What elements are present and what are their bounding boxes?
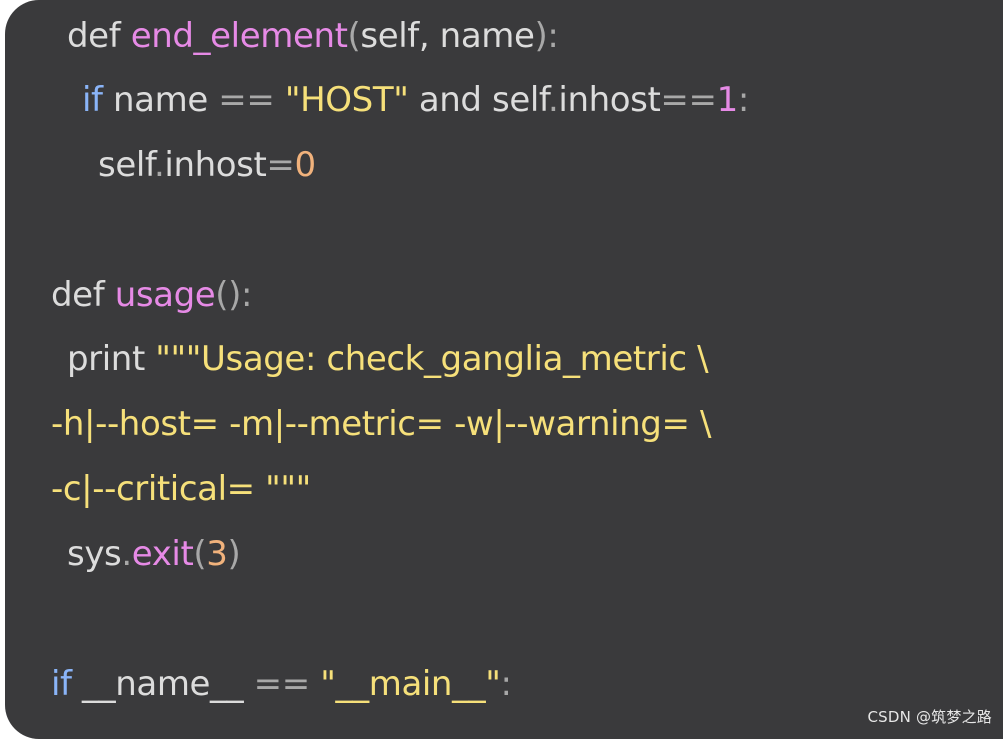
code-token: "__main__": [320, 664, 501, 704]
code-token: print: [67, 339, 156, 379]
code-line-5: def usage():: [51, 270, 252, 320]
code-token: -h|--host= -m|--metric= -w|--warning= \: [51, 404, 712, 444]
code-token: ():: [215, 275, 253, 315]
code-token: exit: [131, 534, 194, 574]
code-token: sys: [67, 534, 122, 574]
code-token: :: [737, 80, 749, 120]
code-token: .: [153, 145, 165, 185]
code-token: ):: [534, 16, 559, 56]
watermark: CSDN @筑梦之路: [867, 708, 992, 726]
code-token: ==: [218, 80, 275, 120]
code-token: self: [98, 145, 154, 185]
code-line-6: print """Usage: check_ganglia_metric \: [67, 334, 709, 384]
code-editor-panel: def end_element(self, name): if name == …: [5, 0, 1003, 739]
code-token: "HOST": [284, 80, 409, 120]
code-token: inhost: [164, 145, 267, 185]
code-line-1: def end_element(self, name):: [67, 11, 559, 61]
code-line-9: sys.exit(3): [67, 529, 241, 579]
code-token: =: [266, 145, 295, 185]
code-token: usage: [114, 275, 216, 315]
code-token: :: [500, 664, 512, 704]
code-token: if: [82, 80, 103, 120]
code-line-2: if name == "HOST" and self.inhost==1:: [82, 75, 749, 125]
code-token: def: [51, 275, 115, 315]
code-token: __name__: [71, 664, 254, 704]
code-token: end_element: [130, 16, 348, 56]
code-token: inhost: [558, 80, 661, 120]
code-line-7: -h|--host= -m|--metric= -w|--warning= \: [51, 399, 711, 449]
code-line-8: -c|--critical= """: [51, 464, 311, 514]
code-token: name: [102, 80, 219, 120]
code-token: [310, 664, 320, 704]
code-token: ==: [660, 80, 717, 120]
code-token: if: [51, 664, 72, 704]
code-token: and self: [408, 80, 549, 120]
code-token: self, name: [360, 16, 535, 56]
code-token: .: [548, 80, 559, 120]
code-token: def: [67, 16, 131, 56]
code-token: -c|--critical= """: [51, 469, 311, 509]
code-token: [274, 80, 284, 120]
code-token: ==: [253, 664, 311, 704]
code-line-11: if __name__ == "__main__":: [51, 659, 512, 709]
code-token: (: [193, 534, 207, 574]
code-token: ): [227, 534, 241, 574]
code-token: 0: [294, 145, 317, 185]
code-line-3: self.inhost=0: [98, 140, 316, 190]
code-token: .: [121, 534, 132, 574]
code-token: """Usage: check_ganglia_metric \: [155, 339, 709, 379]
code-token: 3: [206, 534, 228, 574]
code-token: 1: [716, 80, 739, 120]
code-token: (: [347, 16, 361, 56]
